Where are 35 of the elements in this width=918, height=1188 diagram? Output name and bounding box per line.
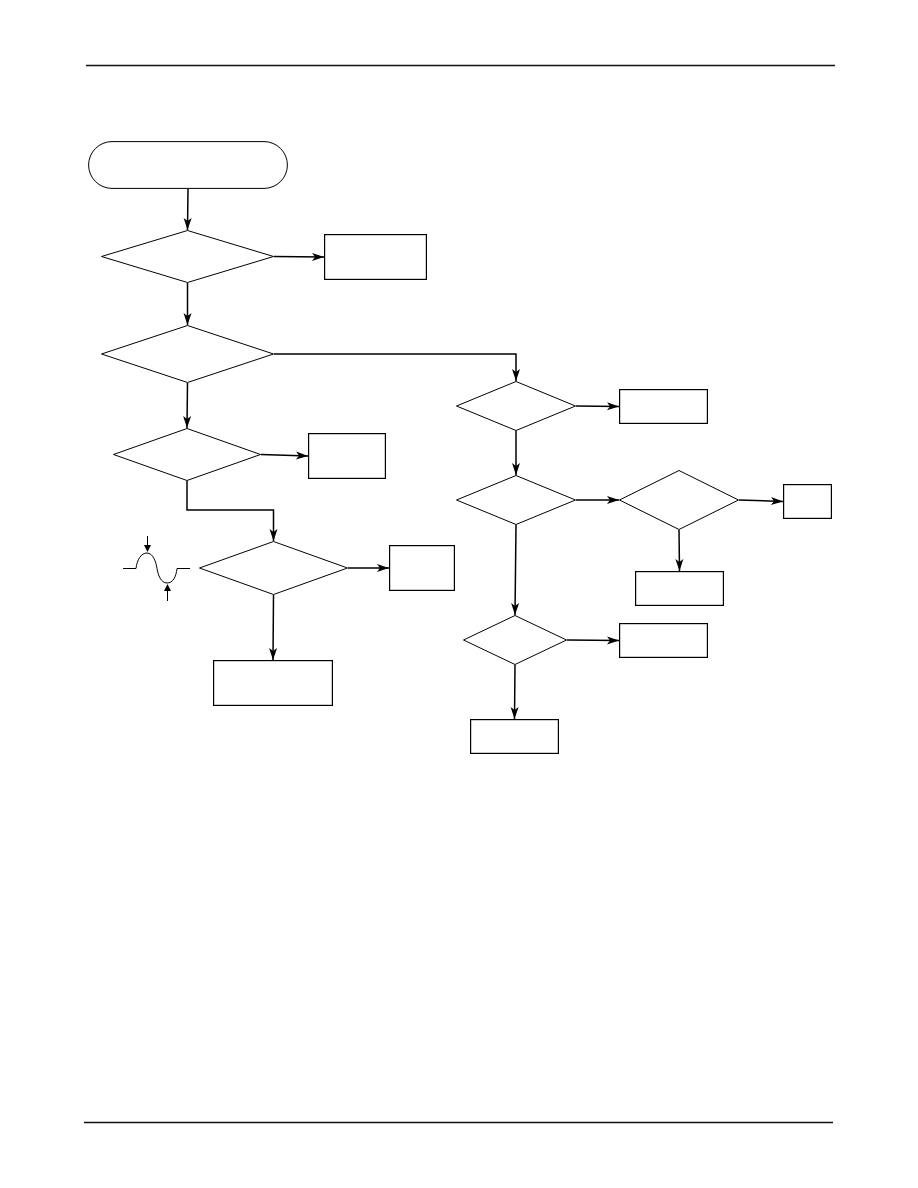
process-box [308,433,386,479]
connector-arrow [183,188,192,231]
decision-diamond [456,381,576,431]
process-box [783,484,832,519]
terminal-box [88,141,288,189]
connector-arrow [510,664,519,720]
connector-arrow [186,480,278,542]
connector-arrow [273,252,325,261]
process-box [389,545,455,591]
process-box [324,234,427,280]
connector-arrow [512,430,520,476]
process-box [470,719,559,754]
decision-diamond [463,615,567,665]
connector-arrow [183,282,192,326]
decision-diamond [619,470,739,530]
decision-diamond [199,541,348,595]
process-box [213,660,333,706]
connector-arrow [675,529,684,572]
connector-arrow [575,402,620,411]
connector-arrow [511,524,520,616]
connector-arrow [183,382,192,429]
connector-arrow [566,636,620,645]
connector-arrow [575,496,620,504]
connector-arrow [269,594,278,661]
decision-diamond [101,230,274,283]
connector-arrow [347,564,390,572]
decision-diamond [101,325,274,383]
process-box [619,623,708,658]
connector-arrow [273,353,520,382]
process-box [619,389,708,424]
decision-diamond [113,428,261,481]
process-box [635,571,724,606]
decision-diamond [456,475,576,525]
connector-arrow [738,497,784,506]
connector-arrow [260,451,309,460]
